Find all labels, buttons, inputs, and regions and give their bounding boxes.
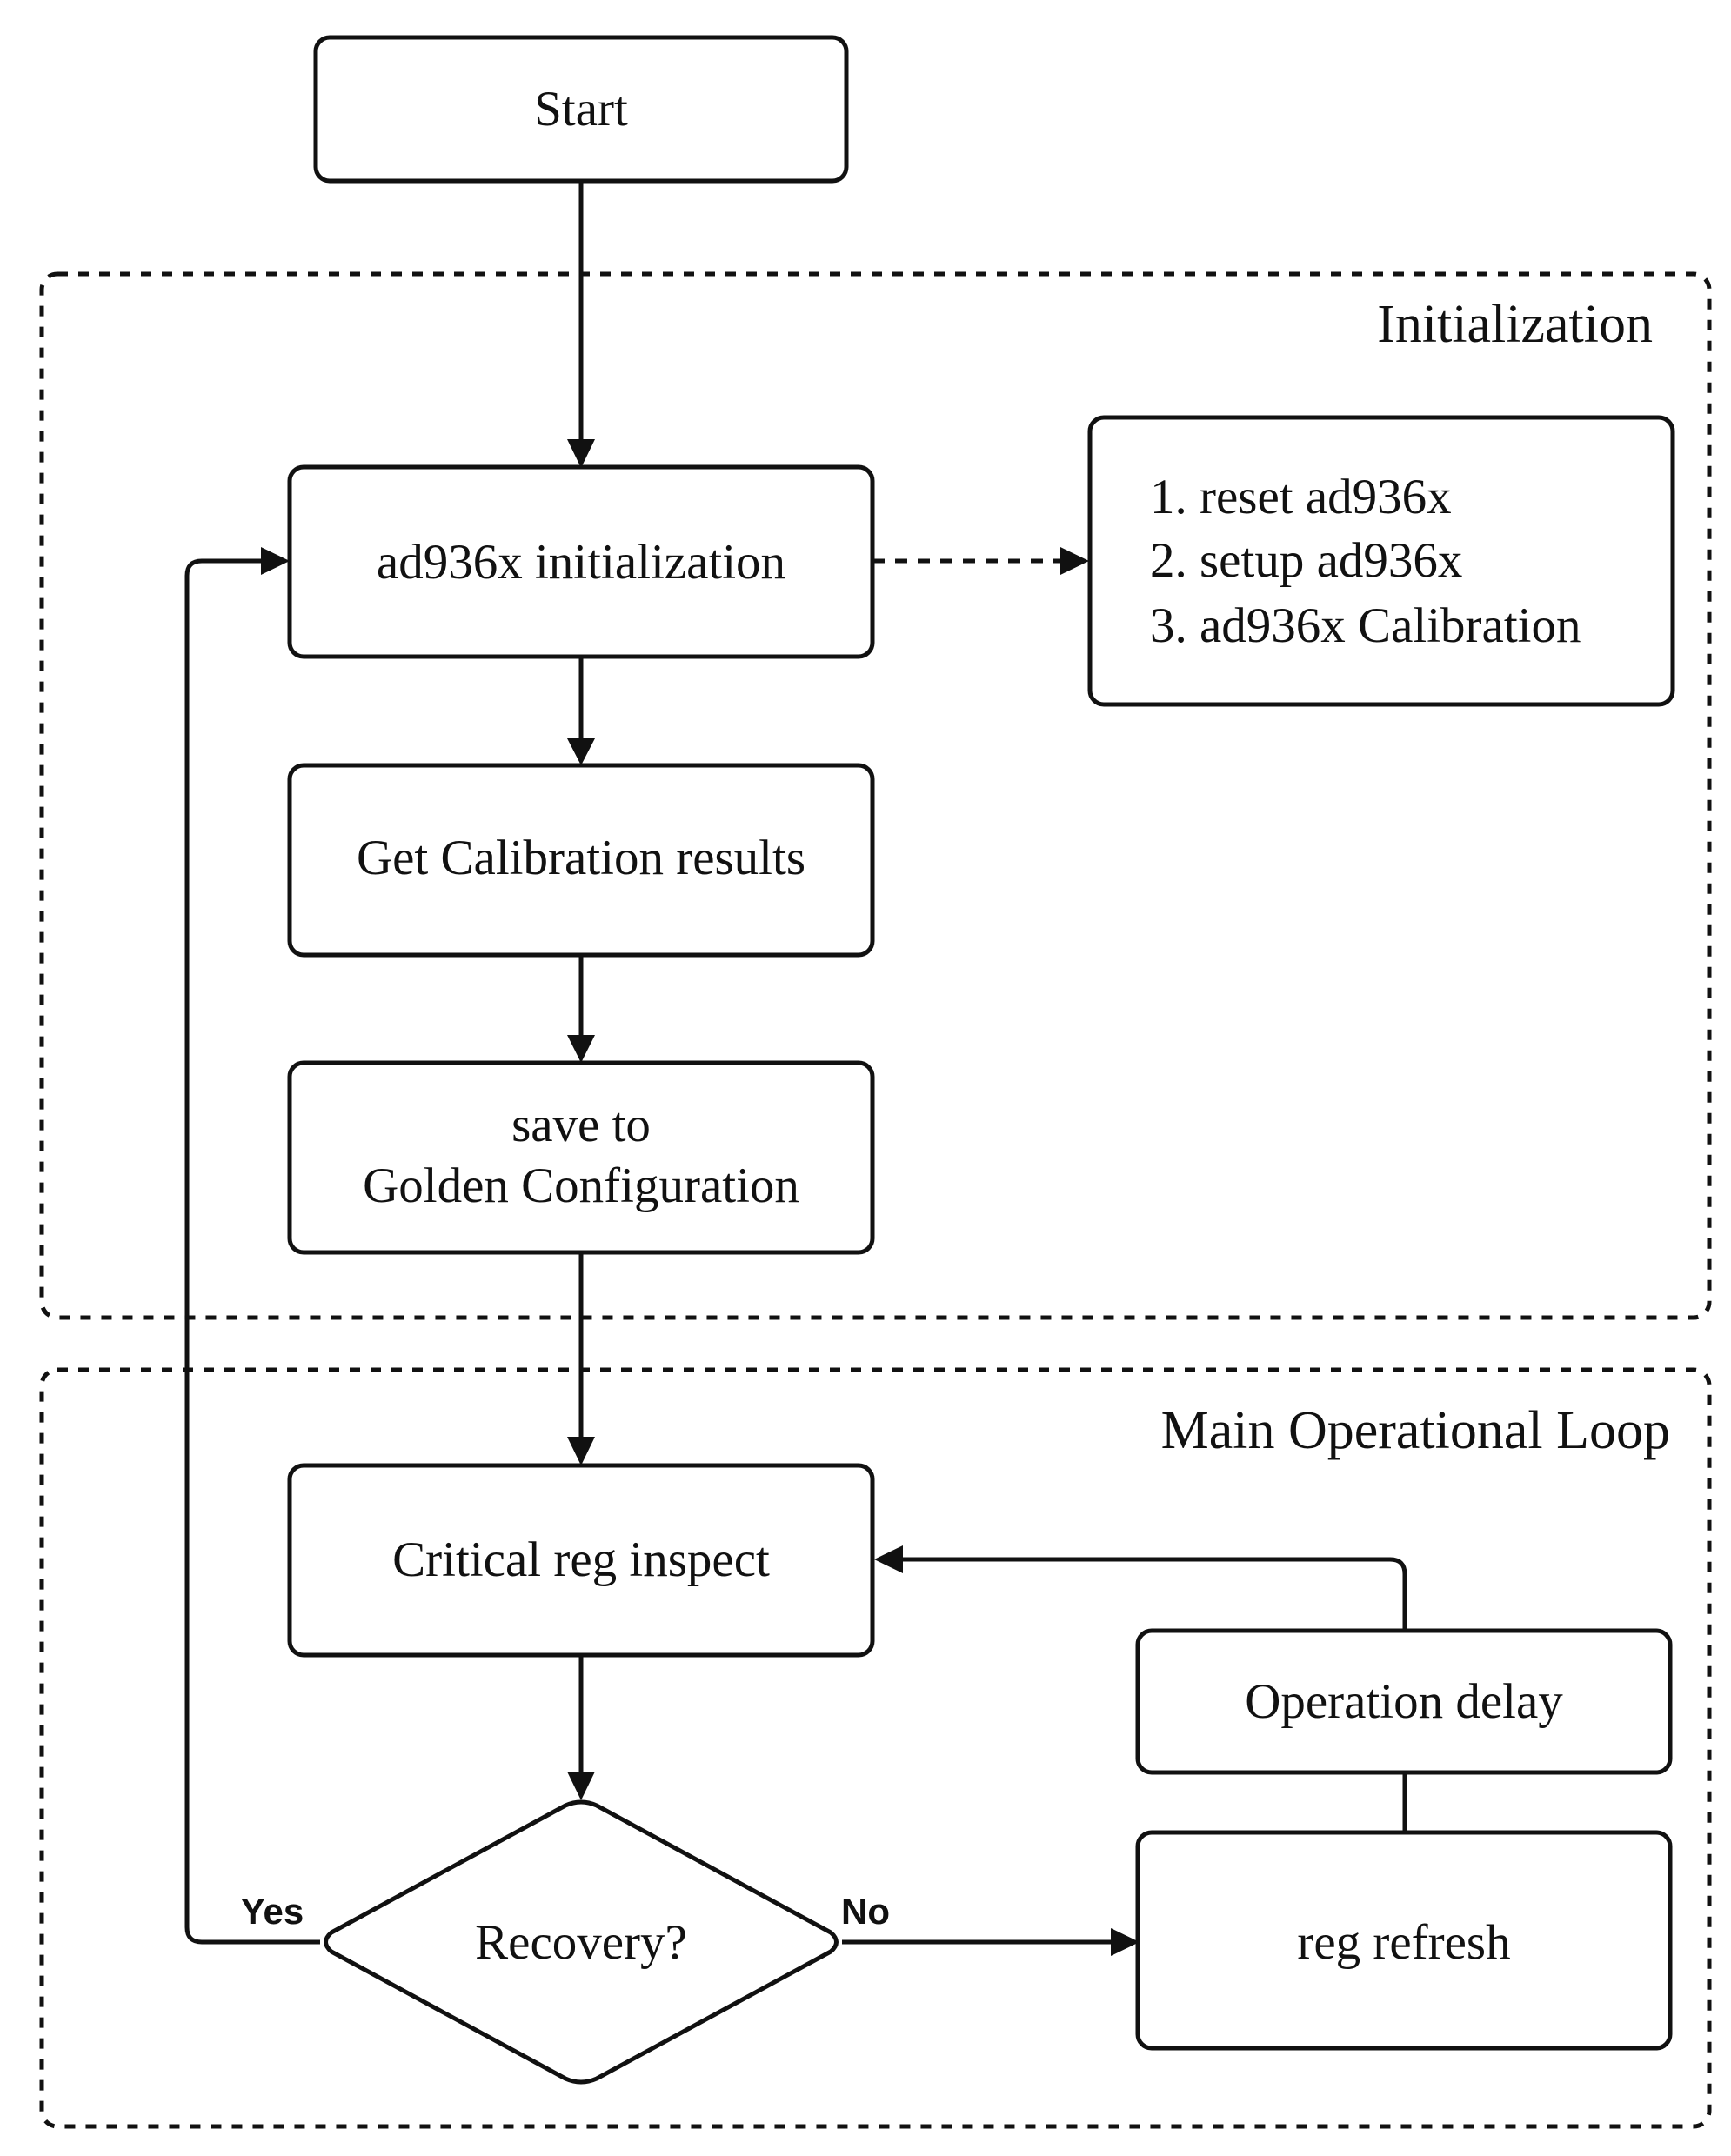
arrowhead [567,439,595,468]
reg-refresh-node-label: reg refresh [1297,1915,1510,1970]
initialization-group-label: Initialization [1377,295,1653,354]
main-loop-group-label: Main Operational Loop [1161,1401,1670,1460]
main-loop-group [39,1367,1712,2129]
critical-reg-node-label: Critical reg inspect [392,1532,770,1587]
no-label: No [841,1891,890,1932]
init-steps-node: 1. reset ad936x 2. setup ad936x 3. ad936… [1087,415,1675,707]
save-golden-node-line-2: Golden Configuration [363,1158,799,1213]
arrowhead [567,1437,595,1465]
operation-delay-node-label: Operation delay [1245,1674,1563,1729]
critical-reg-node: Critical reg inspect [287,1463,875,1658]
operation-delay-node: Operation delay [1135,1628,1673,1775]
recovery-decision-label: Recovery? [475,1915,687,1970]
init-step-2: 2. setup ad936x [1150,533,1462,588]
get-calibration-node: Get Calibration results [287,763,875,958]
yes-label: Yes [241,1891,304,1932]
arrowhead [261,547,290,575]
arrowhead [567,1772,595,1800]
init-step-3: 3. ad936x Calibration [1150,598,1581,653]
edge-recovery-yes-to-init [184,558,320,1945]
edge-delay-to-critical-reg [900,1557,1407,1631]
initialization-group [39,271,1712,1320]
arrowhead [1060,547,1089,575]
reg-refresh-node: reg refresh [1135,1830,1673,2051]
start-node-label: Start [534,82,628,137]
arrowhead [567,1035,595,1063]
get-calibration-node-label: Get Calibration results [357,831,805,885]
start-node: Start [313,35,849,184]
arrowhead [1111,1928,1140,1956]
init-step-1: 1. reset ad936x [1150,470,1452,524]
save-golden-node-line-1: save to [511,1098,651,1152]
ad936x-init-node-label: ad936x initialization [377,535,785,590]
ad936x-init-node: ad936x initialization [287,464,875,659]
recovery-decision: Recovery? [324,1799,839,2085]
save-golden-node: save to Golden Configuration [287,1060,875,1255]
arrowhead [874,1545,903,1573]
arrowhead [567,738,595,765]
